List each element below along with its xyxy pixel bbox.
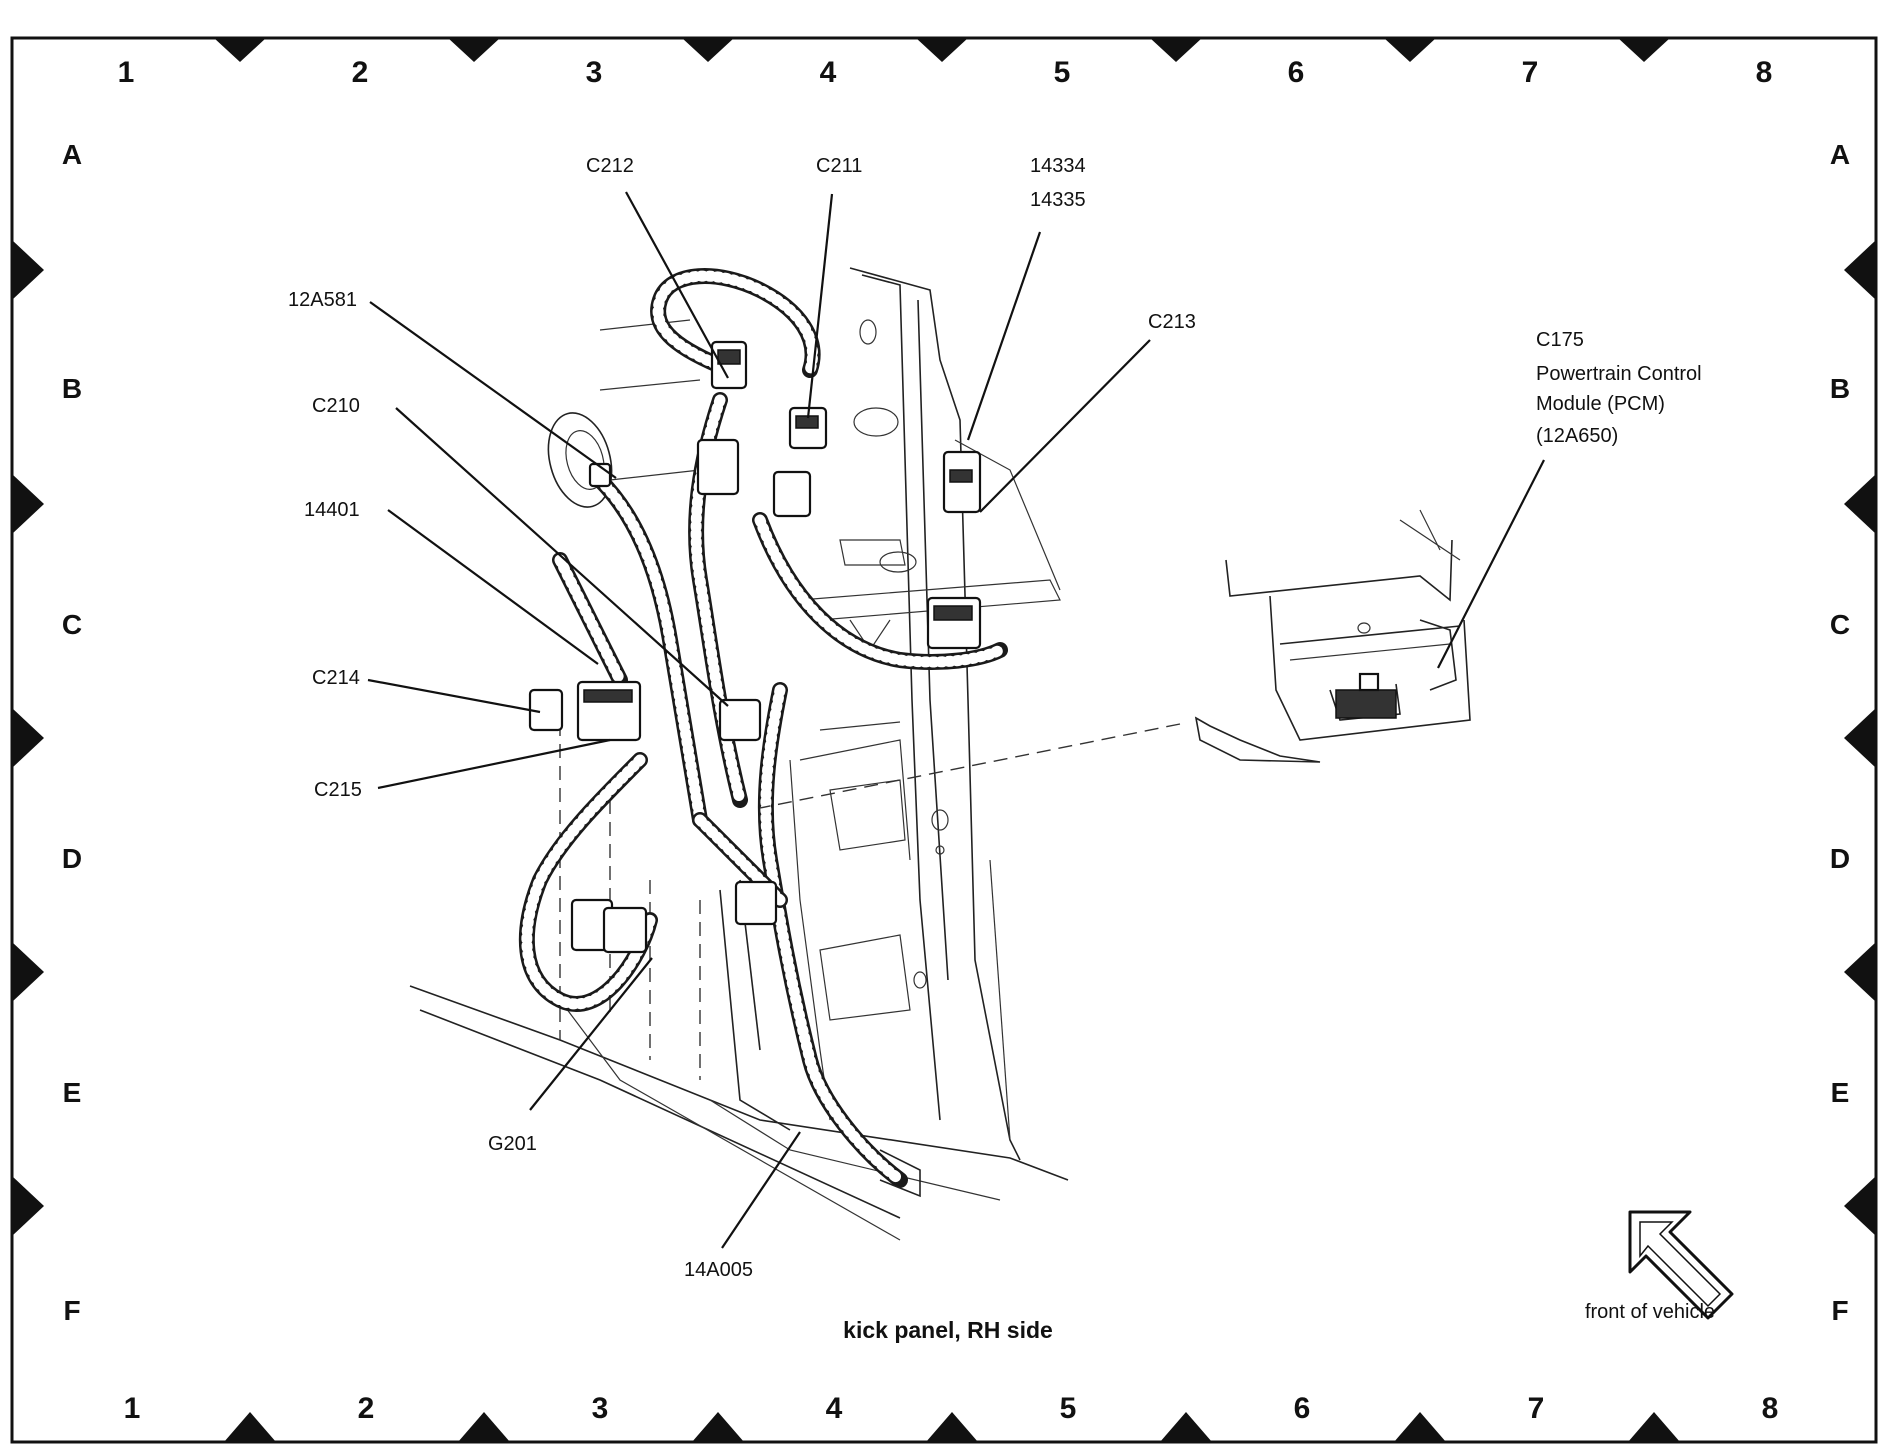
label-c213: C213 [1148,311,1196,333]
column-number: 4 [820,56,837,89]
label-g201: G201 [488,1133,537,1155]
connector-bodies [528,340,982,954]
pcm-module [1194,509,1471,763]
column-number: 8 [1762,1392,1779,1425]
right-grid-markers [1844,240,1876,1236]
kick-panel-structure [409,267,1069,1241]
arrow-up-left-icon [1628,1210,1734,1320]
column-number: 2 [358,1392,375,1425]
label-c212: C212 [586,155,634,177]
label-c175: C175 [1536,329,1584,351]
diagram-caption: kick panel, RH side [843,1317,1053,1343]
row-letter: D [1830,843,1850,874]
bottom-column-numbers: 1 2 3 4 5 6 7 8 [124,1392,1779,1425]
top-grid-markers [214,38,1670,62]
callout-labels: C212 C211 14334 14335 12A581 C213 C210 1… [288,155,1702,1281]
bottom-grid-markers [224,1412,1680,1442]
column-number: 5 [1060,1392,1077,1425]
row-letter: B [1830,373,1850,404]
front-of-vehicle-label: front of vehicle [1585,1301,1715,1323]
column-number: 7 [1528,1392,1545,1425]
label-c215: C215 [314,779,362,801]
label-pcm-name-2: Module (PCM) [1536,393,1665,415]
left-grid-markers [12,240,44,1236]
diagram-frame [10,36,1878,1444]
column-number: 1 [118,56,135,89]
label-14401: 14401 [304,499,360,521]
label-14a005: 14A005 [684,1259,753,1281]
column-number: 2 [352,56,369,89]
row-letter: F [1831,1295,1848,1326]
label-c210: C210 [312,395,360,417]
label-pcm-part: (12A650) [1536,425,1618,447]
left-row-letters: A B C D E F [62,139,82,1326]
column-number: 8 [1756,56,1773,89]
row-letter: A [1830,139,1850,170]
leader-lines [367,191,1545,1249]
row-letter: E [1831,1077,1850,1108]
label-14334: 14334 [1030,155,1086,177]
column-number: 5 [1054,56,1071,89]
label-14335: 14335 [1030,189,1086,211]
column-number: 1 [124,1392,141,1425]
row-letter: A [62,139,82,170]
row-letter: C [62,609,82,640]
column-number: 6 [1288,56,1305,89]
row-letter: B [62,373,82,404]
row-letter: F [63,1295,80,1326]
top-column-numbers: 1 2 3 4 5 6 7 8 [118,56,1773,89]
row-letter: E [63,1077,82,1108]
row-letter: D [62,843,82,874]
pcm-connection-dashline [759,723,1181,809]
right-row-letters: A B C D E F [1830,139,1850,1326]
column-number: 7 [1522,56,1539,89]
column-number: 3 [586,56,603,89]
label-12a581: 12A581 [288,289,357,311]
column-number: 3 [592,1392,609,1425]
label-c211: C211 [816,155,862,177]
column-number: 4 [826,1392,843,1425]
label-pcm-name: Powertrain Control [1536,363,1702,385]
row-letter: C [1830,609,1850,640]
label-c214: C214 [312,667,360,689]
column-number: 6 [1294,1392,1311,1425]
